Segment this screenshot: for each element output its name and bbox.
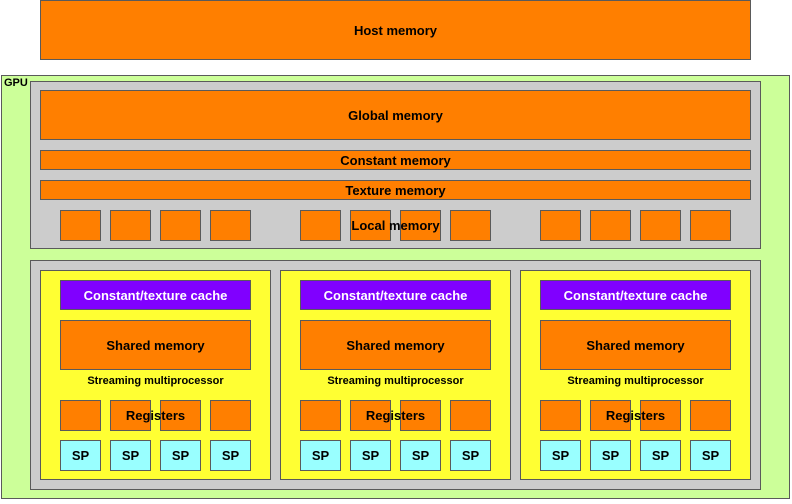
local-memory-block bbox=[450, 210, 491, 241]
sp-label: SP bbox=[71, 448, 90, 463]
sp-label: SP bbox=[411, 448, 430, 463]
register-block bbox=[590, 400, 631, 431]
global-memory: Global memory bbox=[40, 90, 751, 140]
gpu-label: GPU bbox=[4, 77, 28, 89]
register-block bbox=[640, 400, 681, 431]
register-block bbox=[110, 400, 151, 431]
host-memory-label: Host memory bbox=[353, 22, 438, 38]
register-block bbox=[400, 400, 441, 431]
register-block bbox=[60, 400, 101, 431]
constant-texture-cache: Constant/texture cache bbox=[300, 280, 491, 310]
cache-label: Constant/texture cache bbox=[323, 287, 468, 303]
registers-label: Registers bbox=[605, 408, 666, 423]
sp-core: SP bbox=[640, 440, 681, 471]
sp-core: SP bbox=[690, 440, 731, 471]
shared-memory: Shared memory bbox=[60, 320, 251, 370]
register-block bbox=[160, 400, 201, 431]
local-memory-block bbox=[690, 210, 731, 241]
sp-core: SP bbox=[540, 440, 581, 471]
local-memory-block bbox=[590, 210, 631, 241]
sp-core: SP bbox=[110, 440, 151, 471]
constant-texture-cache: Constant/texture cache bbox=[540, 280, 731, 310]
cache-label: Constant/texture cache bbox=[83, 287, 228, 303]
sp-label: SP bbox=[221, 448, 240, 463]
constant-texture-cache: Constant/texture cache bbox=[60, 280, 251, 310]
register-block bbox=[300, 400, 341, 431]
sp-core: SP bbox=[590, 440, 631, 471]
shared-memory-label: Shared memory bbox=[106, 337, 205, 353]
register-block bbox=[690, 400, 731, 431]
sp-core: SP bbox=[300, 440, 341, 471]
multiprocessor-label: Streaming multiprocessor bbox=[567, 375, 704, 387]
registers-label: Registers bbox=[125, 408, 186, 423]
sp-label: SP bbox=[701, 448, 720, 463]
sp-label: SP bbox=[551, 448, 570, 463]
local-memory-block bbox=[60, 210, 101, 241]
registers-label: Registers bbox=[365, 408, 426, 423]
multiprocessor-label: Streaming multiprocessor bbox=[327, 375, 464, 387]
local-memory-block bbox=[210, 210, 251, 241]
local-memory-block bbox=[350, 210, 391, 241]
sp-label: SP bbox=[601, 448, 620, 463]
global-memory-label: Global memory bbox=[348, 107, 443, 123]
sp-label: SP bbox=[651, 448, 670, 463]
sp-label: SP bbox=[171, 448, 190, 463]
local-memory-label: Local memory bbox=[351, 218, 440, 233]
register-block bbox=[540, 400, 581, 431]
sp-label: SP bbox=[311, 448, 330, 463]
shared-memory-label: Shared memory bbox=[346, 337, 445, 353]
sp-core: SP bbox=[160, 440, 201, 471]
local-memory-block bbox=[160, 210, 201, 241]
shared-memory: Shared memory bbox=[300, 320, 491, 370]
local-memory-block bbox=[400, 210, 441, 241]
sp-label: SP bbox=[361, 448, 380, 463]
constant-memory-label: Constant memory bbox=[340, 152, 451, 168]
local-memory-block bbox=[300, 210, 341, 241]
register-block bbox=[350, 400, 391, 431]
cache-label: Constant/texture cache bbox=[563, 287, 708, 303]
shared-memory-label: Shared memory bbox=[586, 337, 685, 353]
texture-memory: Texture memory bbox=[40, 180, 751, 200]
texture-memory-label: Texture memory bbox=[345, 182, 446, 198]
sp-core: SP bbox=[60, 440, 101, 471]
local-memory-block bbox=[540, 210, 581, 241]
local-memory-block bbox=[640, 210, 681, 241]
sp-core: SP bbox=[350, 440, 391, 471]
multiprocessor-label: Streaming multiprocessor bbox=[87, 375, 224, 387]
shared-memory: Shared memory bbox=[540, 320, 731, 370]
constant-memory: Constant memory bbox=[40, 150, 751, 170]
sp-label: SP bbox=[121, 448, 140, 463]
sp-core: SP bbox=[210, 440, 251, 471]
sp-label: SP bbox=[461, 448, 480, 463]
register-block bbox=[450, 400, 491, 431]
local-memory-block bbox=[110, 210, 151, 241]
sp-core: SP bbox=[450, 440, 491, 471]
register-block bbox=[210, 400, 251, 431]
host-memory: Host memory bbox=[40, 0, 751, 60]
sp-core: SP bbox=[400, 440, 441, 471]
